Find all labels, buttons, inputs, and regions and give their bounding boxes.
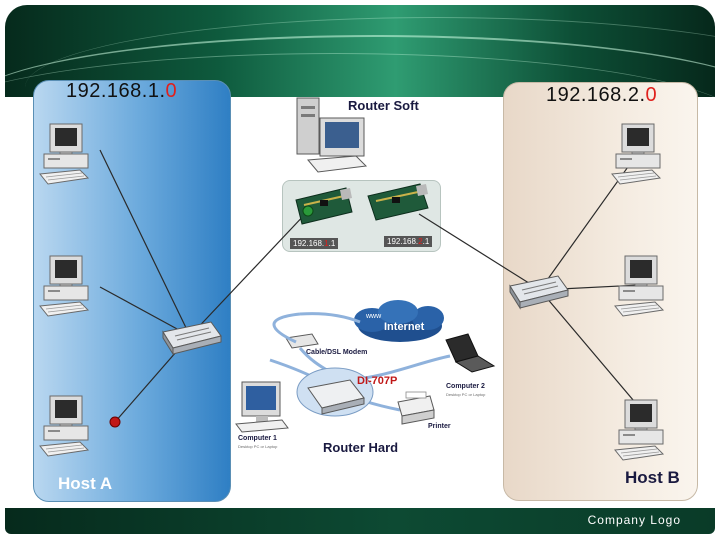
network-b-suffix: 0 [645,84,658,106]
nic-card-right-icon [367,183,429,221]
desktop-computer-1-icon [235,381,289,433]
host-b-pc-2 [614,255,664,317]
router-soft-ip-left: 192.168.1.1 [290,238,339,249]
di707p-router-icon [296,367,374,417]
printer-label: Printer [428,423,451,430]
host-a-pc-3 [39,395,89,457]
host-a-pc-1 [39,123,89,185]
modem-label: Cable/DSL Modem [306,349,367,356]
www-label: www [365,313,382,320]
host-b-pc-1 [611,123,661,185]
internet-cloud-icon [354,300,444,342]
network-a-suffix: 0 [165,80,178,102]
switch-b-icon [509,275,569,309]
computer-2-label: Computer 2 [446,383,485,390]
header-wave [25,17,715,97]
company-logo-text: Company Logo [587,513,681,527]
router-hard-label: Router Hard [323,440,399,455]
footer-bar: Company Logo [5,508,715,534]
host-b-pc-3 [614,399,664,461]
router-soft-label: Router Soft [348,98,419,113]
nic-active-marker [302,205,314,217]
host-a-selected-marker [109,416,121,428]
computer-2-sublabel: Desktop PC or Laptop [446,392,486,397]
network-b-label: 192.168.2.0 [546,84,657,107]
network-a-links [99,149,309,423]
router-hard-setup: www Internet Cable/DSL Modem DI-707P Com… [235,300,496,449]
laptop-computer-2-icon [445,333,496,373]
ip-left-prefix: 192.168. [293,239,325,248]
switch-a-icon [162,321,222,355]
host-b-label: Host B [625,468,680,487]
computer-1-label: Computer 1 [238,435,277,442]
ip-left-suffix: .1 [328,239,336,248]
ip-right-suffix: .1 [422,237,430,246]
network-a-prefix: 192.168.1. [66,80,166,102]
host-a-pc-2 [39,255,89,317]
computer-1-sublabel: Desktop PC or Laptop [238,444,278,449]
router-soft-ip-right: 192.168.2.1 [384,236,433,247]
nic-card-left-icon [295,187,353,225]
ip-left-highlight: 1 [324,239,329,248]
host-a-label: Host A [58,474,113,493]
ip-right-prefix: 192.168. [387,237,419,246]
ip-right-highlight: 2 [418,237,423,246]
network-a-label: 192.168.1.0 [66,80,177,103]
network-b-prefix: 192.168.2. [546,84,646,106]
router-model-label: DI-707P [357,375,397,387]
internet-label: Internet [384,321,425,333]
modem-icon [285,333,319,349]
router-soft-pc-icon [296,97,368,173]
printer-icon [397,391,435,425]
